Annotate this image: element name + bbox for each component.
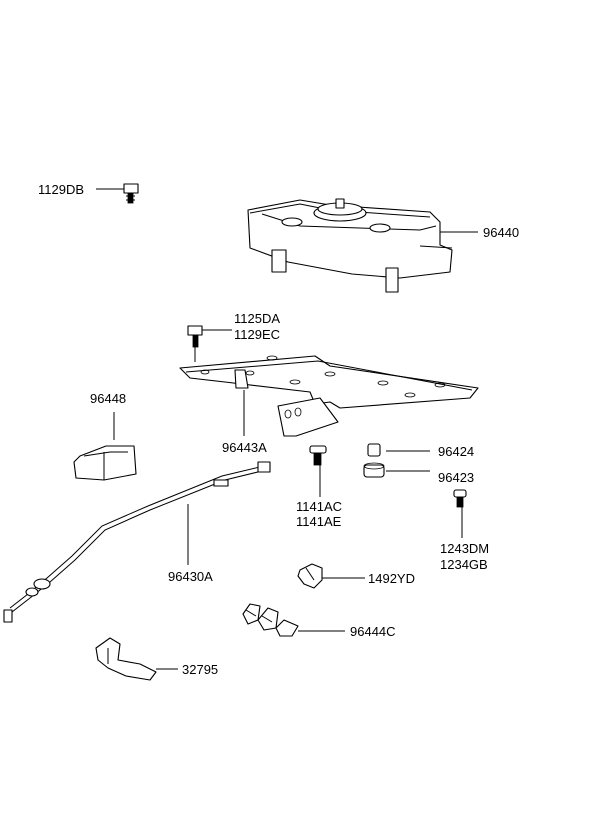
clip-96448 — [73, 412, 137, 481]
label-96448: 96448 — [90, 391, 127, 406]
label-96423: 96423 — [438, 470, 475, 485]
bracket-32795 — [95, 637, 178, 681]
label-96444c: 96444C — [350, 624, 396, 639]
label-96443a: 96443A — [222, 440, 267, 455]
label-1129ec: 1129EC — [234, 327, 281, 342]
label-96424: 96424 — [438, 444, 475, 459]
label-1234gb: 1234GB — [440, 557, 488, 572]
label-96440: 96440 — [483, 225, 520, 240]
label-1492yd: 1492YD — [368, 571, 415, 586]
label-32795: 32795 — [182, 662, 219, 677]
screw-1141ac — [309, 445, 327, 497]
screw-1125da — [187, 325, 232, 362]
label-1129db: 1129DB — [38, 182, 85, 197]
spacer-96424 — [367, 443, 430, 457]
label-1141ac: 1141AC — [296, 499, 343, 514]
label-96430a: 96430A — [168, 569, 213, 584]
grommet-96423 — [363, 462, 430, 478]
label-1125da: 1125DA — [234, 311, 281, 326]
cable-96430a — [3, 461, 271, 623]
screw-1243dm — [453, 489, 467, 538]
label-1141ae: 1141AE — [296, 514, 342, 529]
clamp-96444c — [242, 603, 345, 637]
label-1243dm: 1243DM — [440, 541, 490, 556]
bracket-96443a — [179, 355, 479, 437]
module-96440 — [247, 198, 478, 293]
fastener-1492yd — [297, 563, 365, 589]
bolt-1129db — [96, 183, 139, 204]
